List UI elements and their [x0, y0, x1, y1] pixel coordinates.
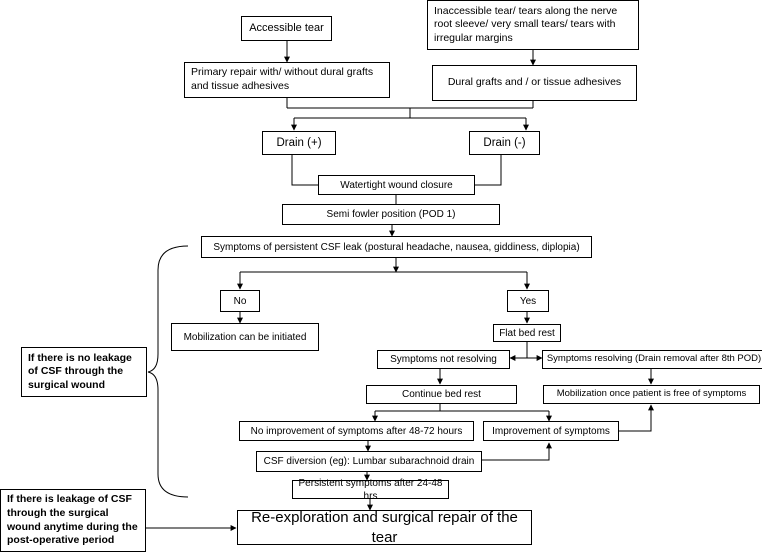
- watertight-label: Watertight wound closure: [340, 179, 453, 191]
- box-reexploration: Re-exploration and surgical repair of th…: [237, 509, 532, 546]
- box-persistent-24-48: Persistent symptoms after 24-48 hrs: [292, 478, 449, 502]
- dural-grafts-label: Dural grafts and / or tissue adhesives: [447, 76, 622, 89]
- box-semi-fowler: Semi fowler position (POD 1): [282, 204, 500, 225]
- not-resolving-label: Symptoms not resolving: [390, 354, 497, 365]
- persistent-csf-label: Symptoms of persistent CSF leak (postura…: [213, 241, 580, 253]
- drain-minus-label: Drain (-): [483, 136, 526, 149]
- box-continue-bed-rest: Continue bed rest: [366, 385, 517, 404]
- box-no-leakage: If there is no leakage of CSF through th…: [21, 347, 147, 397]
- box-mobilization-initiated: Mobilization can be initiated: [171, 323, 319, 351]
- box-drain-plus: Drain (+): [262, 131, 336, 155]
- box-no-improvement: No improvement of symptoms after 48-72 h…: [239, 421, 474, 441]
- drain-plus-label: Drain (+): [276, 136, 322, 149]
- box-yes: Yes: [507, 290, 549, 312]
- box-persistent-csf-symptoms: Symptoms of persistent CSF leak (postura…: [201, 236, 592, 258]
- box-dural-grafts: Dural grafts and / or tissue adhesives: [432, 65, 637, 101]
- box-improvement: Improvement of symptoms: [483, 421, 619, 441]
- box-symptoms-not-resolving: Symptoms not resolving: [377, 350, 510, 369]
- box-primary-repair: Primary repair with/ without dural graft…: [184, 62, 390, 98]
- box-accessible-tear: Accessible tear: [241, 16, 332, 41]
- brace-no-leakage: [147, 245, 189, 498]
- box-inaccessible-tear: Inaccessible tear/ tears along the nerve…: [427, 0, 639, 50]
- box-leakage: If there is leakage of CSF through the s…: [0, 489, 146, 552]
- no-leakage-label: If there is no leakage of CSF through th…: [28, 351, 132, 391]
- mobilization-initiated-label: Mobilization can be initiated: [183, 331, 307, 343]
- no-label: No: [233, 295, 247, 307]
- continue-bed-rest-label: Continue bed rest: [402, 389, 481, 400]
- yes-label: Yes: [519, 295, 537, 307]
- box-no: No: [220, 290, 260, 312]
- arrow-improvement-to-mobilization: [619, 404, 654, 432]
- box-drain-minus: Drain (-): [469, 131, 540, 155]
- reexploration-label: Re-exploration and surgical repair of th…: [251, 509, 518, 546]
- accessible-tear-label: Accessible tear: [249, 22, 324, 35]
- box-csf-diversion: CSF diversion (eg): Lumbar subarachnoid …: [256, 451, 482, 472]
- no-improvement-label: No improvement of symptoms after 48-72 h…: [250, 425, 463, 437]
- box-symptoms-resolving: Symptoms resolving (Drain removal after …: [542, 350, 762, 369]
- primary-repair-label: Primary repair with/ without dural graft…: [191, 66, 374, 92]
- line-drain-plus-to-closure: [291, 155, 318, 186]
- persistent-24-48-label: Persistent symptoms after 24-48 hrs: [298, 477, 443, 502]
- improvement-label: Improvement of symptoms: [492, 425, 610, 437]
- arrow-csf-to-improvement: [482, 442, 552, 461]
- box-flat-bed-rest: Flat bed rest: [493, 324, 561, 342]
- line-drain-minus-to-closure: [475, 155, 502, 186]
- inaccessible-tear-label: Inaccessible tear/ tears along the nerve…: [434, 4, 618, 44]
- semi-fowler-label: Semi fowler position (POD 1): [326, 209, 456, 220]
- mobilization-free-label: Mobilization once patient is free of sym…: [556, 388, 747, 400]
- box-mobilization-free: Mobilization once patient is free of sym…: [543, 385, 760, 404]
- csf-diversion-label: CSF diversion (eg): Lumbar subarachnoid …: [263, 456, 475, 467]
- resolving-label: Symptoms resolving (Drain removal after …: [546, 353, 762, 365]
- leakage-label: If there is leakage of CSF through the s…: [7, 493, 138, 547]
- flat-bed-rest-label: Flat bed rest: [499, 327, 555, 339]
- box-watertight-closure: Watertight wound closure: [318, 175, 475, 195]
